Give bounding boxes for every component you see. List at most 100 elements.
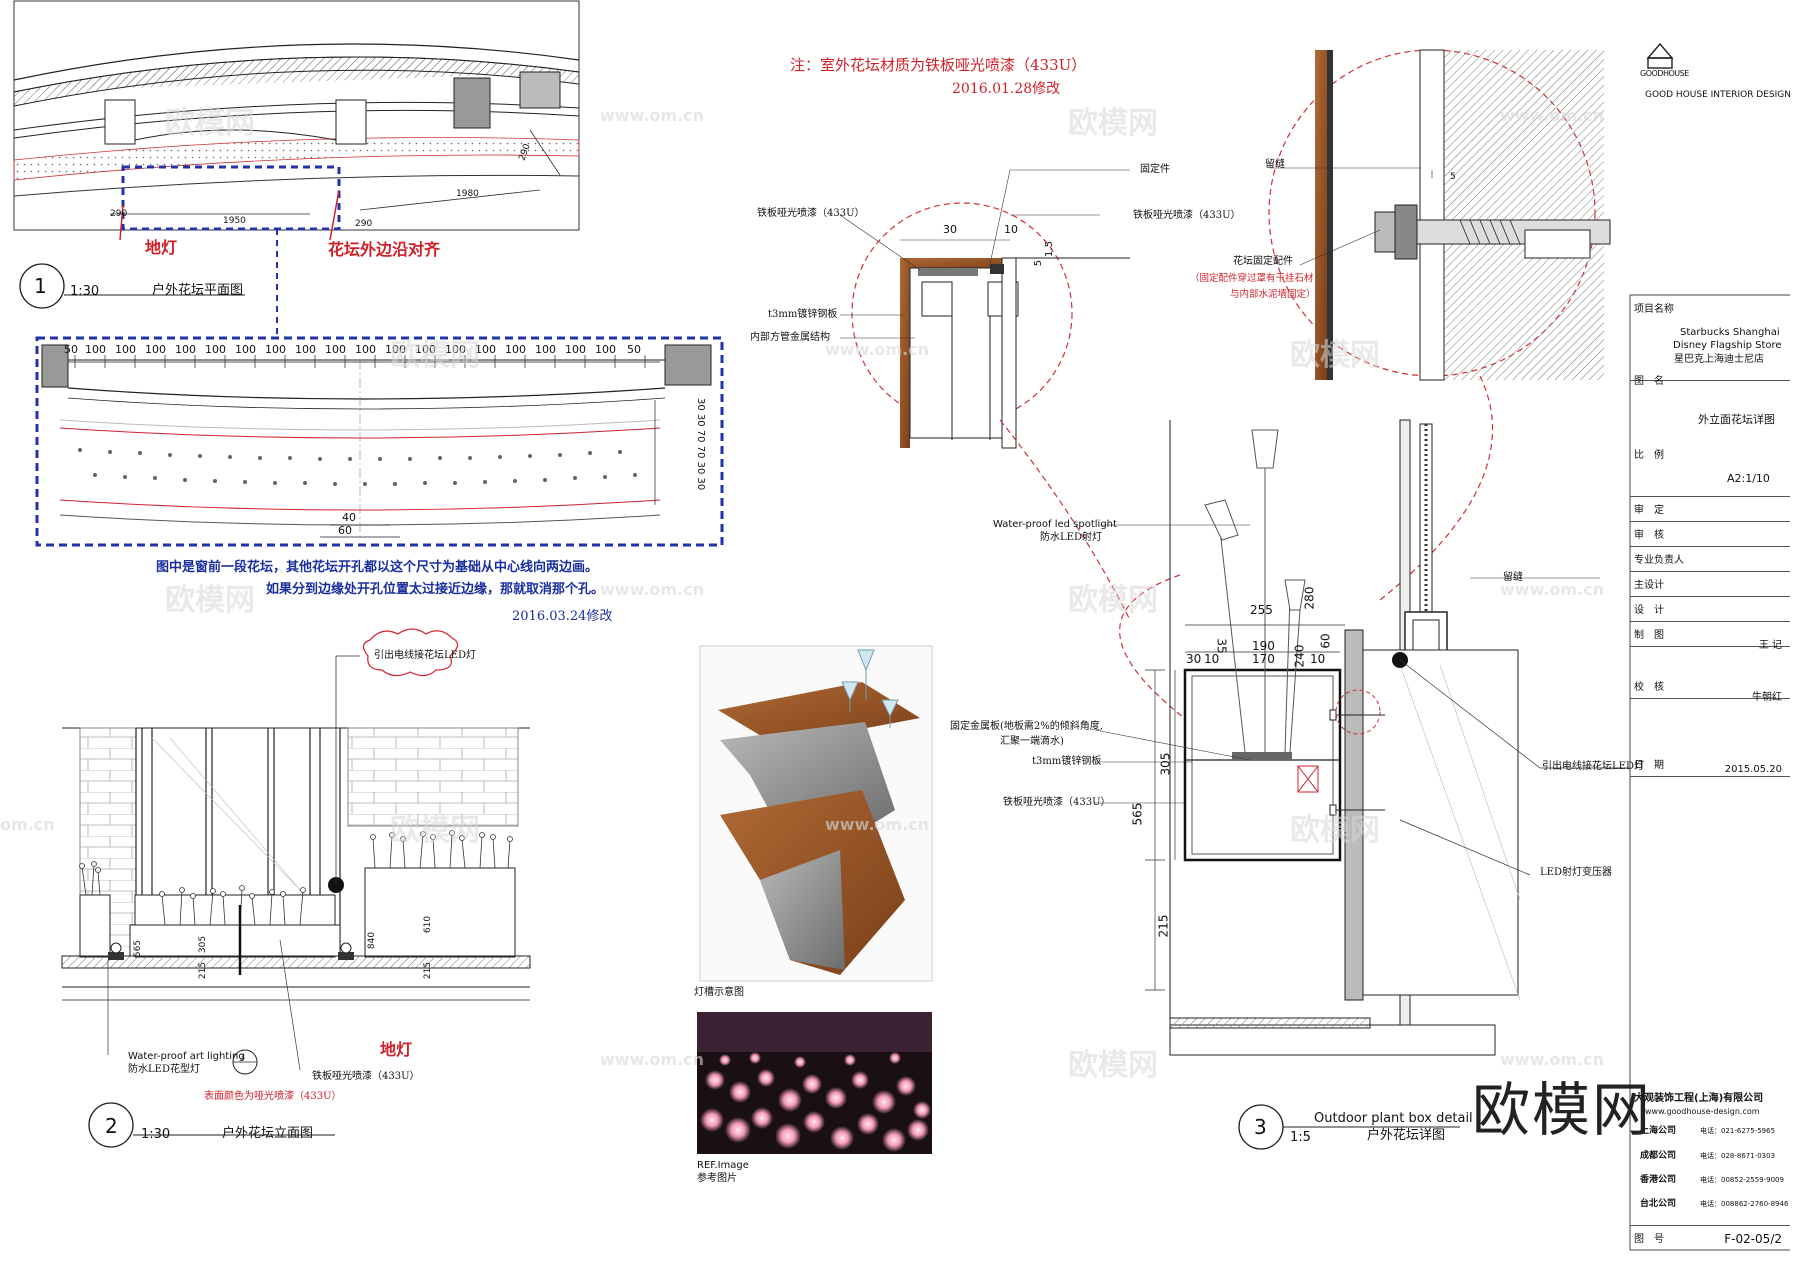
- scale-value: A2:1/10: [1727, 472, 1770, 485]
- watermark-brand-3: 欧模网: [390, 338, 480, 373]
- plate-label: t3mm镀锌钢板: [768, 309, 838, 320]
- fixing-detail: [1268, 49, 1611, 381]
- ref-image-label-cn: 参考图片: [697, 1173, 737, 1184]
- elev-dim-215b: 215: [423, 961, 434, 980]
- drafter-label: 制 图: [1634, 630, 1664, 641]
- led-spotlight-label-en: Water-proof led spotlight: [993, 519, 1117, 530]
- sec-dim-240: 240: [1292, 644, 1307, 668]
- spacing-50-right: 50: [627, 343, 641, 356]
- sec-dim-280: 280: [1302, 586, 1317, 610]
- watermark-url-1: www.om.cn: [600, 106, 705, 125]
- box-dim-30: 30: [943, 223, 957, 236]
- elevation-detail-number: 2: [105, 1114, 118, 1138]
- watermark-brand-2: 欧模网: [1068, 106, 1158, 141]
- plan-note-line-2: 如果分到边缘处开孔位置太过接近边缘，那就取消那个孔。: [266, 582, 605, 597]
- company-name-en: GOOD HOUSE INTERIOR DESIGN: [1645, 90, 1791, 100]
- section-plate-label: t3mm镀锌钢板: [1032, 756, 1102, 767]
- dim-1980: 1980: [456, 189, 479, 199]
- plan-note-line-1: 图中是窗前一段花坛，其他花坛开孔都以这个尺寸为基础从中心线向两边画。: [156, 560, 599, 575]
- date-label: 日 期: [1634, 760, 1664, 771]
- spacing-100-16: 100: [535, 343, 556, 356]
- sec-dim-60: 60: [1318, 633, 1333, 649]
- dim-290-b: 290: [355, 219, 373, 229]
- sheet-number: F-02-05/2: [1724, 1232, 1782, 1246]
- watermark-url-6: www.om.cn: [825, 815, 930, 834]
- office-hongkong-tel: 电话：00852-2559-9009: [1700, 1176, 1784, 1184]
- sheet-number-row: 图 号 F-02-05/2: [1630, 1225, 1790, 1248]
- drawing-name-row: 图 名 外立面花坛详图: [1630, 372, 1790, 432]
- watermark-brand-large: 欧模网: [1472, 1076, 1653, 1144]
- elevation-scale: 1:30: [141, 1127, 171, 1142]
- floor-light-markers: [108, 942, 354, 960]
- project-name-en-2: Disney Flagship Store: [1673, 340, 1782, 351]
- box-dim-5: 5: [1033, 259, 1045, 267]
- sec-dim-215: 215: [1156, 914, 1171, 938]
- plan-scale: 1:30: [70, 284, 100, 299]
- sec-dim-190: 190: [1252, 639, 1275, 653]
- spacing-100-5: 100: [205, 343, 226, 356]
- spacing-100-18: 100: [595, 343, 616, 356]
- spacing-100-12: 100: [415, 343, 436, 356]
- office-chengdu-tel: 电话：028-8671-0303: [1700, 1152, 1776, 1160]
- spacing-100-6: 100: [235, 343, 256, 356]
- watermark-brand-9: 欧模网: [1068, 1048, 1158, 1083]
- company-logo: GOODHOUSE: [1640, 69, 1689, 78]
- tb-row-drafter: 制 图 王 记: [1630, 626, 1790, 651]
- sec-dim-565: 565: [1130, 802, 1145, 826]
- fix-gap-label: 留缝: [1265, 159, 1285, 170]
- tb-row-chief: 主设计: [1630, 576, 1790, 597]
- ref-image-label-en: REF.Image: [697, 1160, 749, 1171]
- watermark-brand-8: 欧模网: [1290, 813, 1380, 848]
- section-scale: 1:5: [1290, 1130, 1311, 1145]
- spacing-100-2: 100: [115, 343, 136, 356]
- finish-right-label: 铁板哑光喷漆（433U）: [1133, 210, 1241, 221]
- enlarged-plan: [35, 336, 724, 547]
- section-finish-label: 铁板哑光喷漆（433U）: [1003, 797, 1111, 808]
- approve-label: 审 定: [1634, 505, 1664, 516]
- watermark-url-3: www.om.cn: [825, 340, 930, 359]
- watermark-brand-7: 欧模网: [390, 813, 480, 848]
- project-label: 项目名称: [1634, 304, 1674, 315]
- sec-dim-30: 30: [1186, 652, 1202, 666]
- sec-dim-255: 255: [1250, 603, 1273, 617]
- dim-290-a: 290: [110, 209, 128, 219]
- spacing-100-15: 100: [505, 343, 526, 356]
- finish-left-label: 铁板哑光喷漆（433U）: [757, 208, 865, 219]
- revision-note-1: 2016.01.28修改: [952, 81, 1061, 97]
- elev-dim-215: 215: [198, 961, 209, 980]
- watermark-url-4: www.om.cn: [600, 580, 705, 599]
- project-row: 项目名称 Starbucks Shanghai Disney Flagship …: [1630, 300, 1790, 381]
- spacing-100-9: 100: [325, 343, 346, 356]
- spacing-100-13: 100: [445, 343, 466, 356]
- fixed-part-label: 固定件: [1140, 164, 1170, 175]
- tb-row-approve: 审 定: [1630, 501, 1790, 522]
- dim-60: 60: [338, 524, 352, 537]
- elevation-floor-light-label: 地灯: [380, 1040, 413, 1059]
- box-dim-10: 10: [1004, 223, 1018, 236]
- watermark-url-2: www.om.cn: [1500, 106, 1605, 125]
- align-label: 花坛外边沿对齐: [328, 240, 441, 259]
- elev-dim-840: 840: [367, 931, 378, 950]
- office-taipei-name: 台北公司: [1640, 1199, 1677, 1209]
- trough-illustration: [699, 645, 933, 982]
- dim-40: 40: [342, 511, 356, 524]
- watermark-url-5: www.om.cn: [1500, 580, 1605, 599]
- metal-plate-label-2: 汇聚一端滴水): [1000, 736, 1064, 747]
- sec-dim-305: 305: [1158, 752, 1173, 776]
- tb-row-check: 校 核 牛朝红: [1630, 678, 1790, 703]
- watermark-url-fragment-1: om.cn: [0, 815, 55, 834]
- spacing-100-14: 100: [475, 343, 496, 356]
- spacing-100-17: 100: [565, 343, 586, 356]
- scale-row: 比 例 A2:1/10: [1630, 446, 1790, 497]
- elevation-finish-label: 铁板哑光喷漆（433U）: [312, 1071, 420, 1082]
- office-shanghai-name: 上海公司: [1640, 1126, 1677, 1136]
- tb-row-review: 审 核: [1630, 526, 1790, 547]
- dim-1950: 1950: [223, 216, 246, 226]
- fitting-note-2: 与内部水泥墙固定）: [1230, 289, 1316, 300]
- box-edge-detail: [839, 169, 1130, 449]
- elev-dim-610: 610: [423, 915, 434, 934]
- transformer-label: LED射灯变压器: [1540, 867, 1612, 878]
- floor-light-label: 地灯: [145, 238, 178, 257]
- review-label: 审 核: [1634, 530, 1664, 541]
- office-hongkong-name: 香港公司: [1640, 1175, 1677, 1185]
